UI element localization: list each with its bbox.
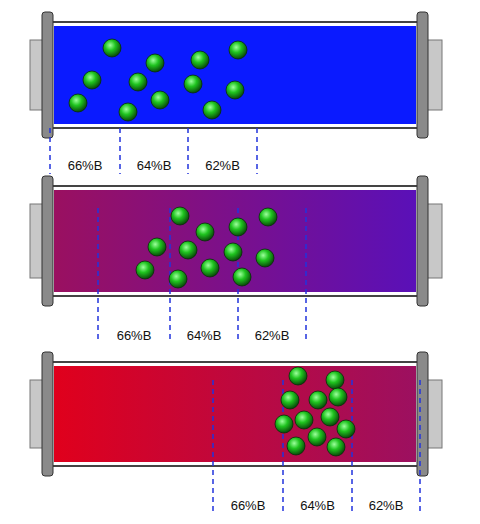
gradient-label: 66%B — [231, 498, 266, 513]
gradient-label: 62%B — [255, 328, 290, 343]
analyte-particle — [201, 259, 219, 277]
gradient-label: 64%B — [300, 498, 335, 513]
column — [30, 352, 442, 512]
analyte-particle — [196, 223, 214, 241]
column — [30, 12, 442, 174]
mobile-phase — [54, 366, 416, 462]
analyte-particle — [309, 391, 327, 409]
analyte-particle — [203, 101, 221, 119]
gradient-boundary — [119, 128, 121, 174]
analyte-particle — [321, 408, 339, 426]
analyte-particle — [119, 103, 137, 121]
analyte-particle — [327, 438, 345, 456]
mobile-phase — [54, 190, 416, 292]
analyte-particle — [281, 391, 299, 409]
flange — [417, 176, 428, 306]
flange — [42, 352, 53, 476]
column — [30, 176, 442, 342]
analyte-particle — [148, 238, 166, 256]
analyte-particle — [229, 41, 247, 59]
analyte-particle — [329, 388, 347, 406]
gradient-label: 62%B — [205, 158, 240, 173]
analyte-particle — [146, 54, 164, 72]
analyte-particle — [287, 437, 305, 455]
analyte-particle — [337, 420, 355, 438]
gradient-boundary — [419, 380, 421, 512]
column-tube — [50, 186, 420, 296]
analyte-particle — [179, 241, 197, 259]
analyte-particle — [259, 208, 277, 226]
analyte-particle — [69, 94, 87, 112]
gradient-boundary — [256, 128, 258, 174]
flange — [417, 352, 428, 476]
gradient-boundary — [305, 208, 307, 342]
analyte-particle — [169, 270, 187, 288]
gradient-label: 66%B — [117, 328, 152, 343]
analyte-particle — [275, 415, 293, 433]
mobile-phase — [54, 26, 416, 124]
analyte-particle — [295, 411, 313, 429]
analyte-particle — [256, 249, 274, 267]
analyte-particle — [191, 51, 209, 69]
gradient-label: 64%B — [187, 328, 222, 343]
analyte-particle — [103, 39, 121, 57]
analyte-particle — [151, 91, 169, 109]
analyte-particle — [184, 75, 202, 93]
gradient-label: 62%B — [369, 498, 404, 513]
analyte-particle — [233, 268, 251, 286]
flange — [417, 12, 428, 138]
analyte-particle — [224, 243, 242, 261]
analyte-particle — [171, 207, 189, 225]
analyte-particle — [129, 73, 147, 91]
flange — [42, 176, 53, 306]
column-tube — [50, 362, 420, 466]
gradient-boundary — [97, 208, 99, 342]
analyte-particle — [226, 81, 244, 99]
analyte-particle — [326, 371, 344, 389]
gradient-label: 66%B — [68, 158, 103, 173]
gradient-boundary — [49, 128, 51, 174]
analyte-particle — [289, 367, 307, 385]
gradient-label: 64%B — [137, 158, 172, 173]
analyte-particle — [83, 71, 101, 89]
analyte-particle — [229, 218, 247, 236]
gradient-boundary — [351, 380, 353, 512]
gradient-boundary — [212, 380, 214, 512]
column-tube — [50, 22, 420, 128]
analyte-particle — [136, 261, 154, 279]
gradient-boundary — [187, 128, 189, 174]
analyte-particle — [308, 428, 326, 446]
flange — [42, 12, 53, 138]
